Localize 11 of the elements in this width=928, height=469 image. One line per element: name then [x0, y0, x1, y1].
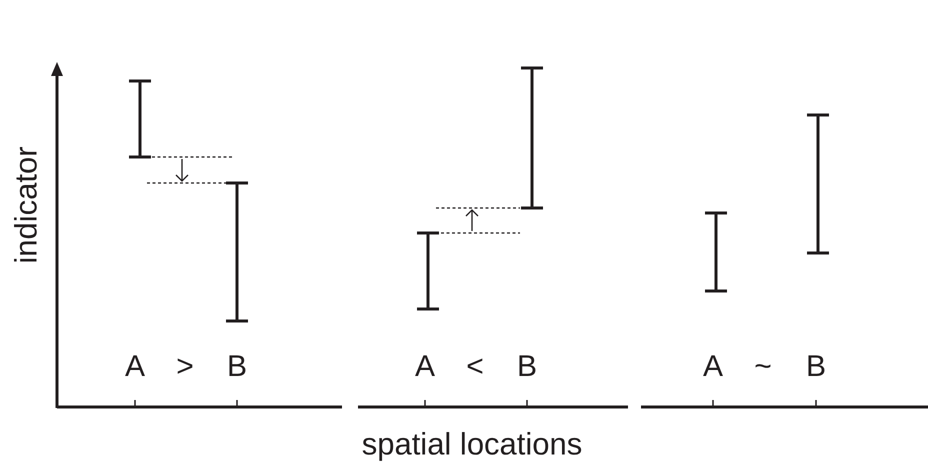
axis-title: spatial locations — [362, 428, 582, 460]
comparison-sign: ~ — [754, 352, 772, 382]
location-label: A — [125, 352, 145, 382]
location-label: A — [703, 352, 723, 382]
location-label: B — [806, 352, 826, 382]
axis-title: indicator — [10, 146, 42, 264]
comparison-sign: < — [466, 352, 484, 382]
location-label: B — [517, 352, 537, 382]
location-label: A — [415, 352, 435, 382]
location-label: B — [227, 352, 247, 382]
comparison-sign: > — [176, 352, 194, 382]
